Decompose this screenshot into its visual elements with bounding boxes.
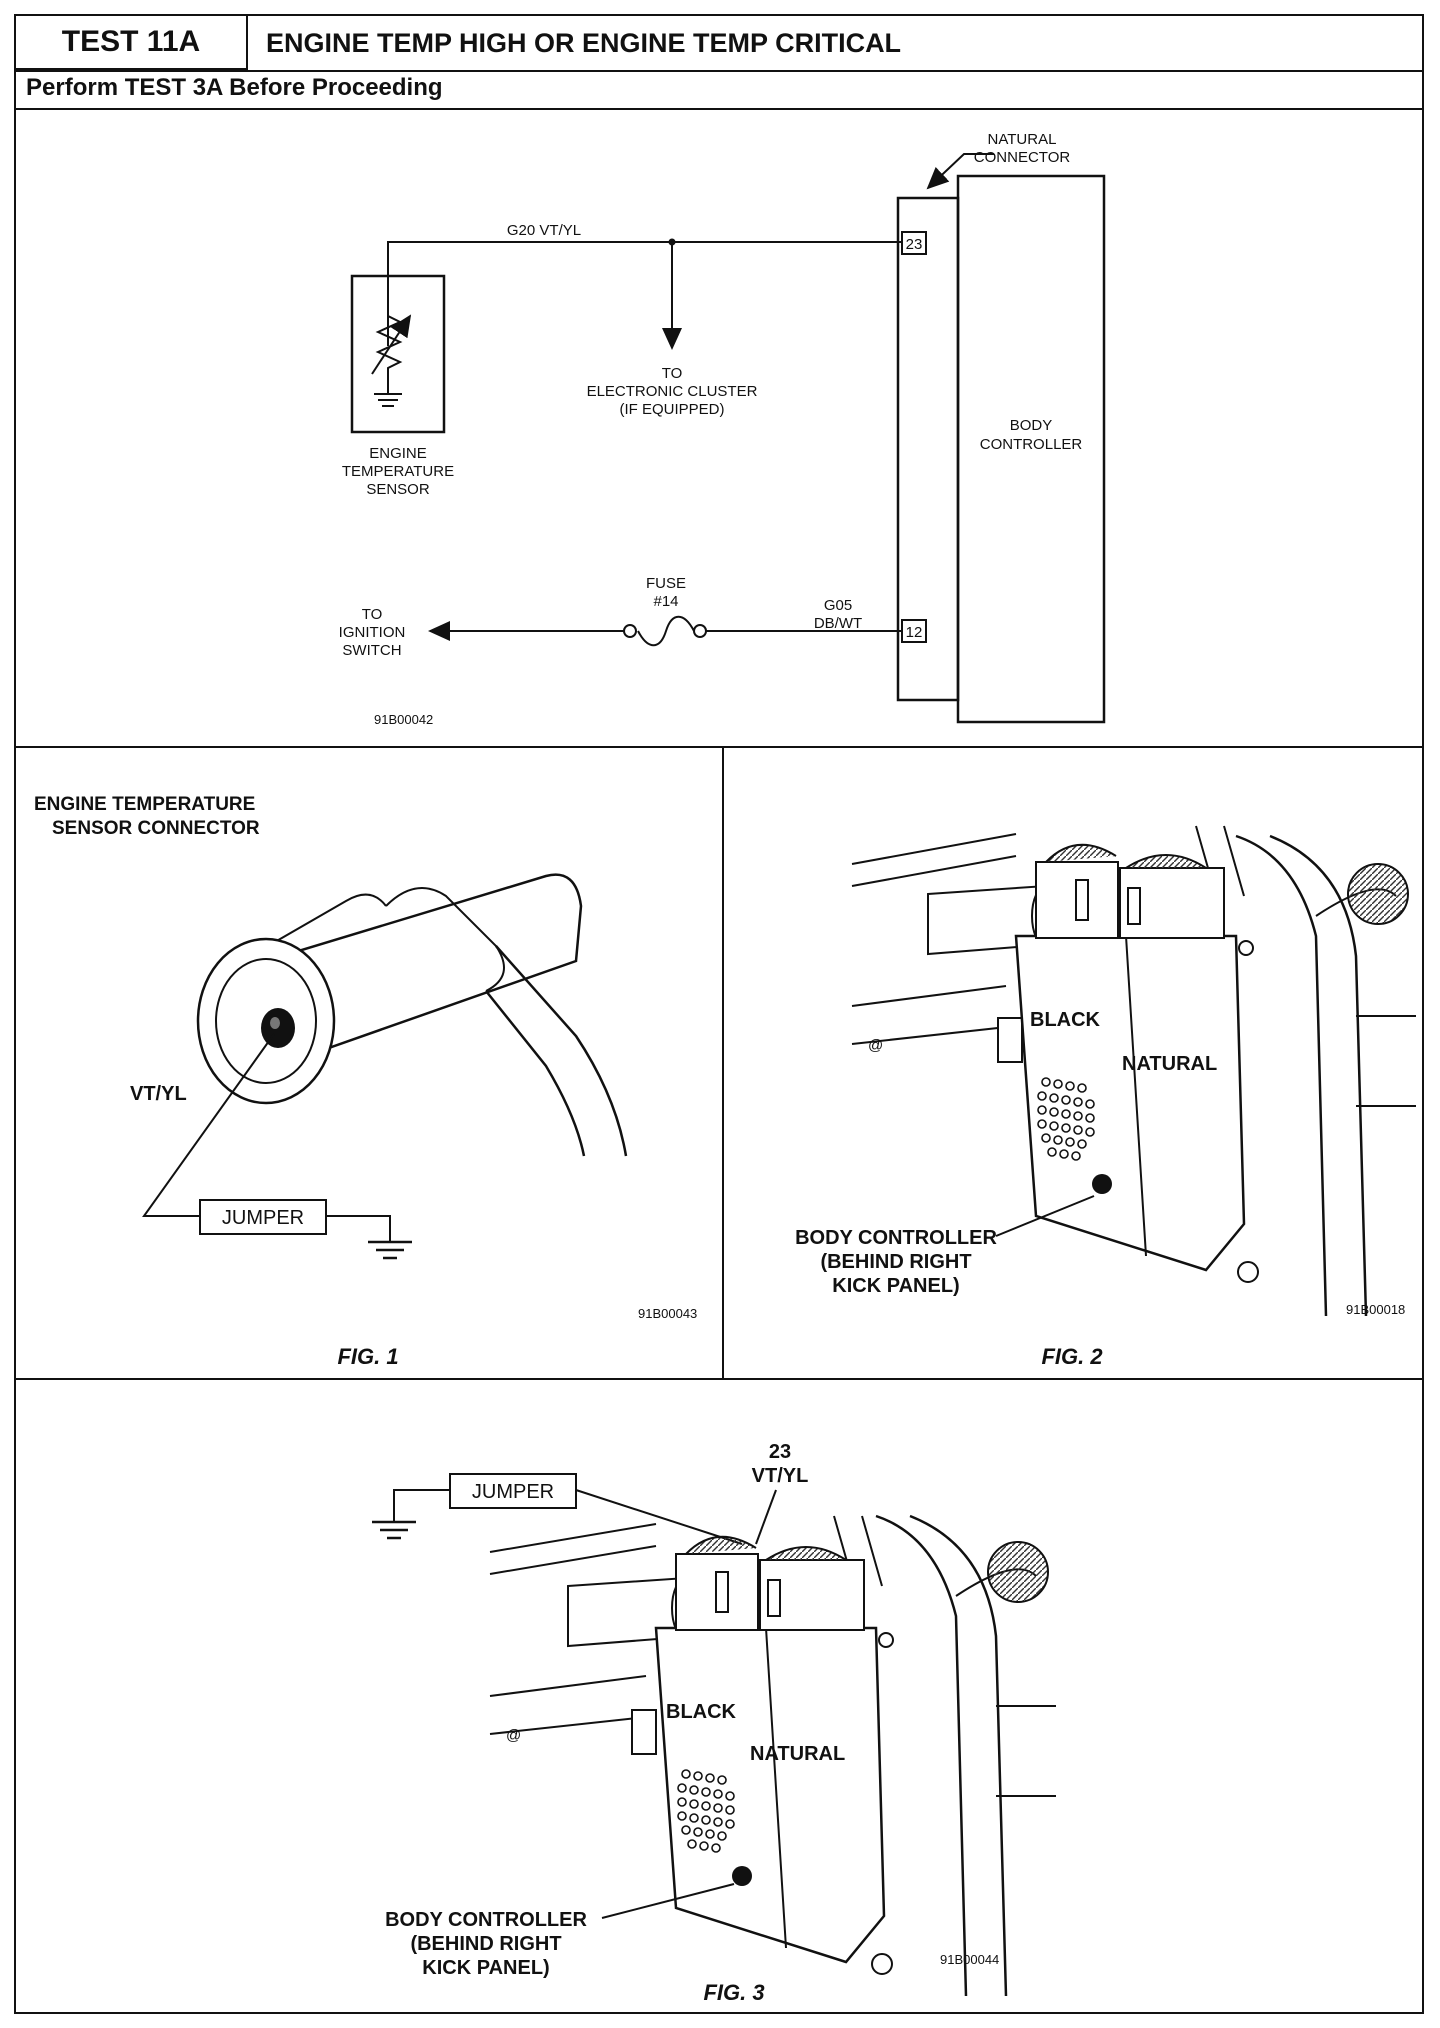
test-label: TEST 11A (16, 16, 248, 70)
jumper-wire (142, 1033, 275, 1217)
to-cluster-2: ELECTRONIC CLUSTER (587, 383, 758, 400)
fig3-leader (601, 1883, 735, 1919)
fig3-body-controller-1: BODY CONTROLLER (385, 1909, 587, 1931)
fig3-vent-holes (677, 1769, 735, 1853)
fig2-pillar (1235, 834, 1368, 1317)
fig2-natural-label: NATURAL (1122, 1053, 1217, 1075)
wire-g20 (387, 241, 902, 346)
fig3-divider (16, 1378, 1422, 1380)
fig3-code: 91B00044 (940, 1952, 999, 1967)
schematic-code: 91B00042 (374, 712, 433, 727)
fig1-title-1: ENGINE TEMPERATURE (34, 794, 255, 815)
fig1-caption: FIG. 1 (337, 1344, 398, 1369)
fuse-terminal-left (623, 624, 637, 638)
fig2-black-label: BLACK (1030, 1009, 1101, 1031)
schematic: 23 12 BODY CONTROLLER NATURAL CONNECTOR … (339, 131, 1106, 727)
fig2-natural-connector (1119, 867, 1225, 939)
fig2-body-controller-2: (BEHIND RIGHT (820, 1251, 971, 1273)
fig3-pin-number: 23 (769, 1441, 791, 1463)
fuse-icon (637, 615, 695, 647)
fig2-caption: FIG. 2 (1041, 1344, 1103, 1369)
wire-g05-label-1: G05 (824, 597, 852, 614)
natural-connector-arrow (926, 153, 994, 190)
pin-23-label: 23 (906, 236, 923, 253)
fig2-code: 91B00018 (1346, 1302, 1405, 1317)
fig3-body-controller-3: KICK PANEL) (422, 1957, 549, 1979)
terminal-cavity (261, 1008, 295, 1048)
wire-g05-label-2: DB/WT (814, 615, 862, 632)
fuse-label-2: #14 (653, 593, 678, 610)
sensor-label-1: ENGINE (369, 445, 427, 462)
test-page: TEST 11A ENGINE TEMP HIGH OR ENGINE TEMP… (14, 14, 1424, 2014)
sensor-box (350, 274, 446, 434)
to-cluster-1: TO (662, 365, 683, 382)
fig3-natural-label: NATURAL (750, 1743, 845, 1765)
sensor-label-2: TEMPERATURE (342, 463, 454, 480)
fig2-leader (995, 1195, 1095, 1237)
fig1-title-2: SENSOR CONNECTOR (52, 818, 260, 839)
fuse-label-1: FUSE (646, 575, 686, 592)
subtitle-divider (16, 108, 1422, 110)
diagram-canvas: 23 12 BODY CONTROLLER NATURAL CONNECTOR … (34, 131, 1416, 2005)
fig2-body-controller-1: BODY CONTROLLER (795, 1227, 997, 1249)
fig1-wire-label: VT/YL (130, 1083, 187, 1105)
fig3-black-label: BLACK (666, 1701, 737, 1723)
variable-arrow-icon (371, 314, 412, 375)
fig1-jumper-label: JUMPER (222, 1207, 304, 1229)
test-title: ENGINE TEMP HIGH OR ENGINE TEMP CRITICAL (266, 27, 902, 58)
fig3: JUMPER 23 VT/YL @ (372, 1441, 1056, 2005)
natural-connector-label-2: CONNECTOR (974, 149, 1071, 166)
fig3-clip-icon: @ (506, 1727, 521, 1744)
fig1-code: 91B00043 (638, 1306, 697, 1321)
pin-12-label: 12 (906, 624, 923, 641)
fuse-terminal-right (693, 624, 707, 638)
wire-g20-label: G20 VT/YL (507, 222, 581, 239)
fig2-mount-dot (1092, 1174, 1112, 1194)
fig2-body-controller-3: KICK PANEL) (832, 1275, 959, 1297)
fig-divider (722, 746, 724, 1378)
fig3-body-controller-2: (BEHIND RIGHT (410, 1933, 561, 1955)
to-ignition-2: IGNITION (339, 624, 406, 641)
fig2-clip-icon: @ (868, 1037, 883, 1054)
body-controller-box (956, 174, 1106, 724)
fig3-natural-connector (759, 1559, 865, 1631)
controller-label-2: CONTROLLER (980, 436, 1083, 453)
to-ignition-3: SWITCH (342, 642, 401, 659)
test-subtitle: Perform TEST 3A Before Proceeding (26, 74, 443, 101)
header-divider (16, 70, 1422, 72)
fig1-jumper-box (199, 1199, 327, 1235)
fig3-mount-dot (732, 1866, 752, 1886)
controller-label-1: BODY (1010, 417, 1053, 434)
fig3-jumper-wire (575, 1489, 743, 1545)
fig3-caption: FIG. 3 (703, 1980, 764, 2005)
fig3-jumper-box (449, 1473, 577, 1509)
sensor-label-3: SENSOR (366, 481, 430, 498)
fig2: @ (795, 825, 1416, 1369)
connector-cable (495, 945, 628, 1157)
fig2-vent-holes (1037, 1077, 1095, 1161)
fig3-jumper-label: JUMPER (472, 1481, 554, 1503)
fig3-pillar (875, 1514, 1008, 1997)
fig3-pin-wire: VT/YL (752, 1465, 809, 1487)
to-cluster-3: (IF EQUIPPED) (619, 401, 724, 418)
schematic-divider (16, 746, 1422, 748)
to-ignition-1: TO (362, 606, 383, 623)
fig1: ENGINE TEMPERATURE SENSOR CONNECTOR VT/Y… (34, 794, 697, 1369)
natural-connector-label-1: NATURAL (988, 131, 1057, 148)
